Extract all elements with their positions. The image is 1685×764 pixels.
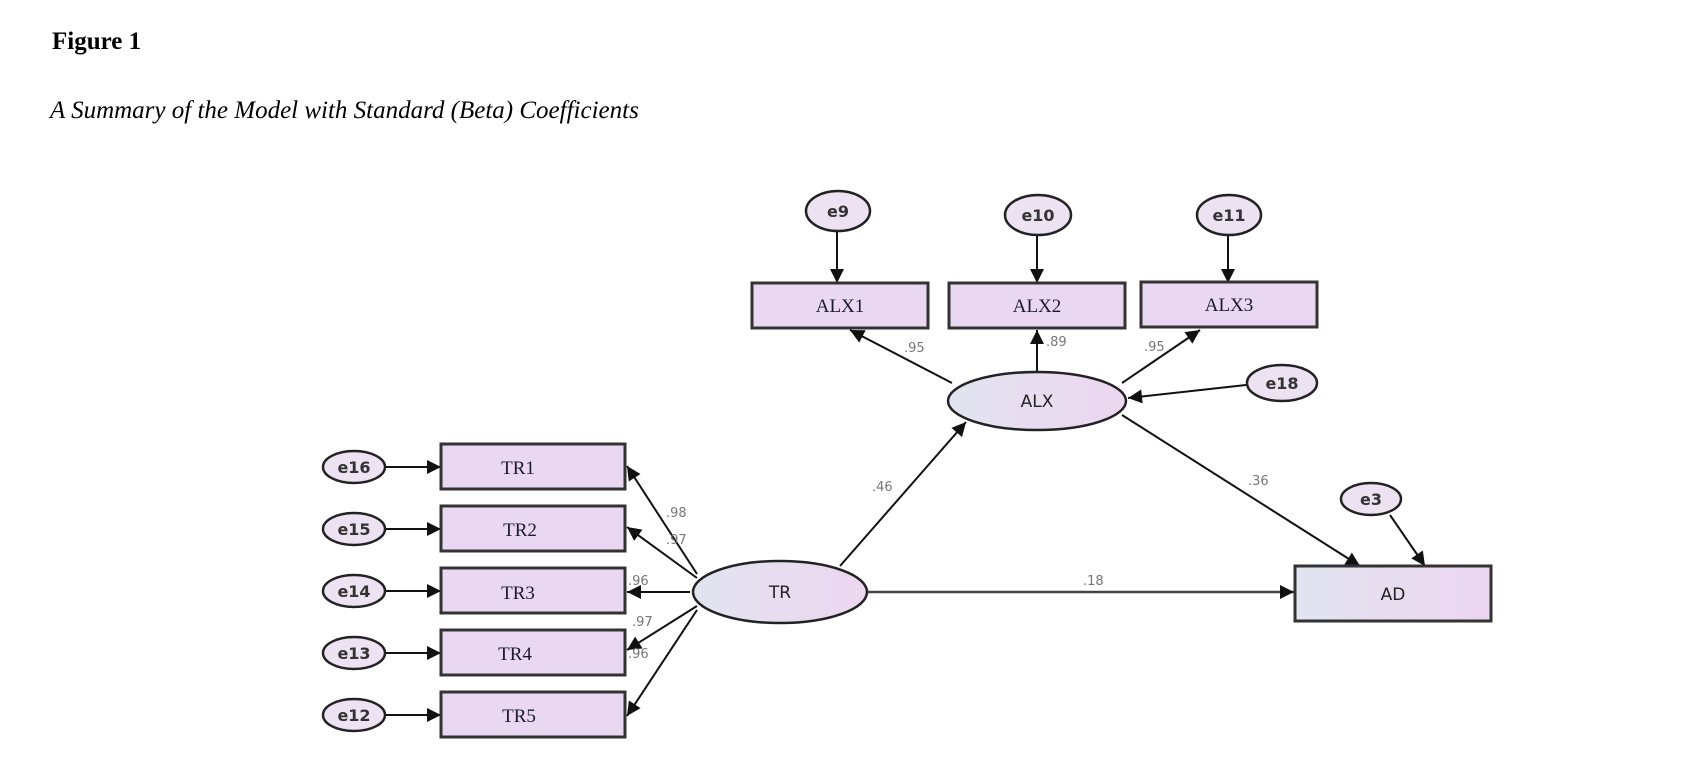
- coef-tr-tr1: .98: [666, 506, 687, 521]
- observed-alx3: ALX3: [1139, 280, 1319, 329]
- path-alx-alx3: [1121, 329, 1201, 384]
- coef-alx-alx1: .95: [904, 341, 925, 356]
- observed-variables: ALX1 ALX2 ALX3 TR1 TR2 TR3 TR4 TR5: [439, 280, 1493, 739]
- path-alx-alx1: [849, 329, 953, 384]
- observed-tr1: TR1: [439, 442, 627, 491]
- observed-tr5: TR5: [439, 690, 627, 739]
- error-e12-label: e12: [337, 706, 370, 725]
- error-e9-label: e9: [827, 202, 849, 221]
- error-e14-label: e14: [337, 582, 370, 601]
- paths: [385, 230, 1426, 722]
- coef-alx-alx3: .95: [1144, 340, 1165, 355]
- figure-label: Figure 1: [52, 28, 142, 55]
- error-e3-label: e3: [1360, 490, 1382, 509]
- observed-alx3-label: ALX3: [1205, 295, 1254, 316]
- coef-alx-ad: .36: [1248, 474, 1269, 489]
- error-e11: e11: [1195, 193, 1263, 237]
- error-e16: e16: [321, 449, 387, 485]
- coef-tr-tr3: .96: [628, 574, 649, 589]
- coef-tr-tr5: .96: [628, 647, 649, 662]
- coef-tr-alx: .46: [872, 480, 893, 495]
- error-e3: e3: [1339, 481, 1403, 517]
- error-e15: e15: [321, 511, 387, 547]
- observed-tr1-label: TR1: [501, 458, 535, 479]
- observed-tr2: TR2: [439, 504, 627, 553]
- error-terms: e9 e10 e11 e18 e3 e16 e15 e14: [321, 189, 1403, 733]
- error-e18: e18: [1245, 363, 1319, 403]
- observed-ad-label: AD: [1381, 585, 1406, 605]
- error-e15-label: e15: [337, 520, 370, 539]
- observed-ad: AD: [1293, 564, 1493, 623]
- latent-variables: ALX TR: [691, 370, 1128, 625]
- coef-tr-tr2: .97: [666, 533, 687, 548]
- error-e18-label: e18: [1265, 374, 1298, 393]
- observed-tr3-label: TR3: [501, 583, 535, 604]
- observed-alx2-label: ALX2: [1013, 296, 1062, 317]
- error-e10: e10: [1003, 193, 1073, 237]
- coefficient-labels: .95 .89 .95 .46 .36 .18 .98 .97 .96 .97 …: [628, 335, 1269, 662]
- observed-tr4-label: TR4: [498, 644, 532, 665]
- latent-tr-label: TR: [768, 583, 791, 603]
- path-alx-ad: [1121, 414, 1361, 567]
- latent-alx-label: ALX: [1021, 392, 1054, 412]
- coef-tr-ad: .18: [1083, 574, 1104, 589]
- latent-tr: TR: [691, 559, 869, 625]
- path-tr-tr4: [626, 605, 698, 651]
- error-e11-label: e11: [1212, 206, 1245, 225]
- observed-alx1-label: ALX1: [816, 296, 865, 317]
- observed-tr5-label: TR5: [502, 706, 536, 727]
- path-tr-alx: [839, 421, 967, 567]
- error-e13-label: e13: [337, 644, 370, 663]
- error-e16-label: e16: [337, 458, 370, 477]
- error-e10-label: e10: [1021, 206, 1054, 225]
- observed-alx2: ALX2: [947, 281, 1127, 330]
- error-e9: e9: [804, 189, 872, 233]
- latent-alx: ALX: [946, 370, 1128, 432]
- observed-tr3: TR3: [439, 566, 627, 615]
- coef-alx-alx2: .89: [1046, 335, 1067, 350]
- error-e13: e13: [321, 635, 387, 671]
- coef-tr-tr4: .97: [632, 615, 653, 630]
- path-tr-tr5: [626, 609, 698, 717]
- path-e3-ad: [1389, 514, 1426, 567]
- path-tr-tr2: [626, 526, 698, 579]
- error-e12: e12: [321, 697, 387, 733]
- path-tr-tr1: [626, 465, 698, 575]
- observed-alx1: ALX1: [750, 281, 930, 330]
- path-e18-alx: [1127, 384, 1247, 404]
- error-e14: e14: [321, 573, 387, 609]
- figure-caption: A Summary of the Model with Standard (Be…: [50, 97, 639, 124]
- observed-tr2-label: TR2: [503, 520, 537, 541]
- observed-tr4: TR4: [439, 628, 627, 677]
